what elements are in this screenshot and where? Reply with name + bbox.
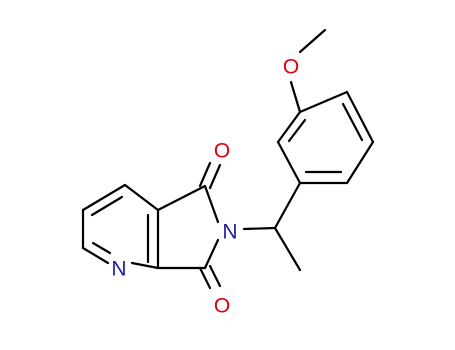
bond-pyr-4-inner [91, 241, 112, 255]
bond-benzene-2 [345, 90, 375, 144]
bond-n-c-bottom [203, 238, 220, 270]
bond-carbonyl-top-b [208, 163, 222, 190]
bond-pyr-5 [130, 261, 160, 270]
bond-ch-n [242, 226, 277, 231]
bond-pyr-1 [123, 183, 160, 212]
bond-o-aryl [289, 80, 302, 114]
atom-o-methoxy: O [283, 56, 299, 79]
atom-o-carbonyl-top: O [214, 140, 230, 163]
bond-carbonyl-top-a [198, 161, 212, 188]
bond-carbonyl-bottom-a [198, 266, 212, 290]
bond-aryl-ch [273, 181, 302, 230]
bond-ch-methyl [273, 226, 302, 272]
bond-c-top-ring [156, 184, 207, 212]
bond-benzene-1 [298, 90, 349, 114]
bond-benzene-6 [276, 110, 302, 144]
bond-methyl-o [298, 28, 327, 54]
atom-n-pyridine: N [111, 258, 126, 281]
bond-pyr-4 [81, 246, 110, 265]
bond-pyr-2 [81, 183, 127, 212]
atom-n-imide: N [222, 221, 237, 244]
atom-o-carbonyl-bottom: O [214, 295, 230, 318]
bond-benzene-3 [345, 140, 375, 185]
bond-pyr-2-inner [90, 195, 124, 217]
bond-carbonyl-bottom-b [208, 264, 222, 288]
bonds [81, 28, 375, 290]
atom-labels: O O N O N [111, 56, 299, 318]
bond-benzene-5 [276, 140, 302, 185]
bond-benzene-6-inner [287, 118, 307, 143]
bond-n-c-top [203, 184, 220, 224]
bond-benzene-2-inner [341, 102, 364, 142]
